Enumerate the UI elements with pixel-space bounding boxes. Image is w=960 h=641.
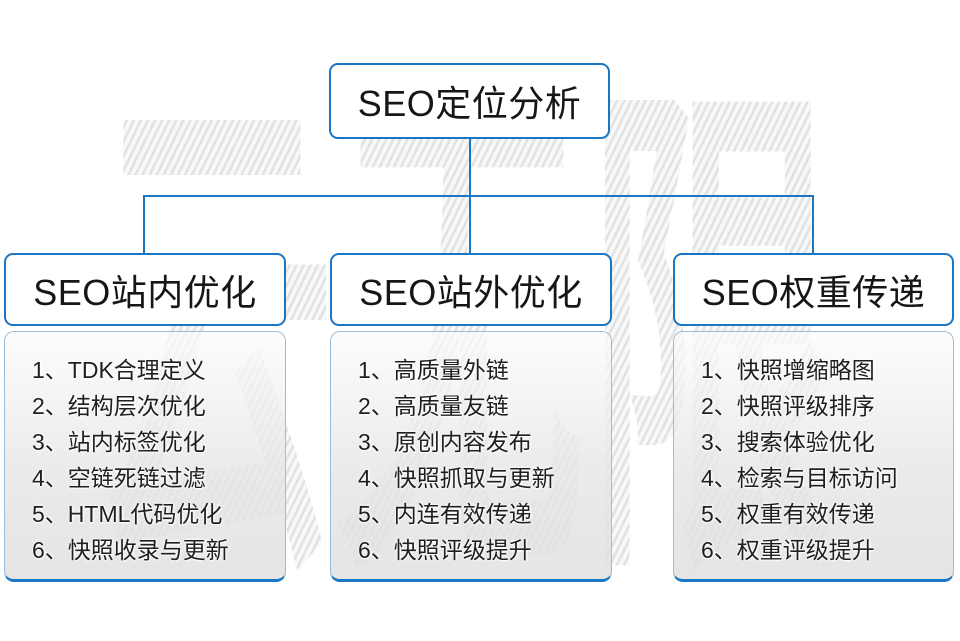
seo-column-1: SEO站内优化 1、TDK合理定义 2、结构层次优化 3、站内标签优化 4、空链死链过… bbox=[4, 253, 286, 582]
column-item-list: 1、TDK合理定义 2、结构层次优化 3、站内标签优化 4、空链死链过滤 5、HTML代… bbox=[4, 331, 286, 582]
column-title: SEO站外优化 bbox=[359, 271, 583, 313]
list-item: 2、高质量友链 bbox=[358, 393, 509, 419]
list-item: 1、高质量外链 bbox=[358, 357, 509, 383]
seo-column-3: SEO权重传递 1、快照增缩略图 2、快照评级排序 3、搜索体验优化 4、检索与目标访… bbox=[673, 253, 954, 582]
root-node: SEO定位分析 bbox=[329, 63, 610, 139]
list-item: 3、搜索体验优化 bbox=[701, 429, 875, 455]
connector-drop-right bbox=[812, 195, 814, 253]
column-title-box: SEO站外优化 bbox=[330, 253, 612, 326]
column-title: SEO站内优化 bbox=[33, 271, 257, 313]
list-item: 6、快照评级提升 bbox=[358, 537, 532, 563]
list-item: 2、快照评级排序 bbox=[701, 393, 875, 419]
list-item: 4、空链死链过滤 bbox=[32, 465, 206, 491]
list-item: 5、内连有效传递 bbox=[358, 501, 532, 527]
column-title: SEO权重传递 bbox=[701, 271, 926, 313]
list-item: 5、HTML代码优化 bbox=[32, 501, 223, 527]
list-item: 4、检索与目标访问 bbox=[701, 465, 898, 491]
list-item: 6、权重评级提升 bbox=[701, 537, 875, 563]
column-item-list: 1、快照增缩略图 2、快照评级排序 3、搜索体验优化 4、检索与目标访问 5、权重有效传… bbox=[673, 331, 954, 582]
seo-column-2: SEO站外优化 1、高质量外链 2、高质量友链 3、原创内容发布 4、快照抓取与更新 5… bbox=[330, 253, 612, 582]
list-item: 6、快照收录与更新 bbox=[32, 537, 229, 563]
list-item: 4、快照抓取与更新 bbox=[358, 465, 555, 491]
list-item: 3、站内标签优化 bbox=[32, 429, 206, 455]
column-title-box: SEO站内优化 bbox=[4, 253, 286, 326]
list-item: 2、结构层次优化 bbox=[32, 393, 206, 419]
list-item: 1、TDK合理定义 bbox=[32, 357, 206, 383]
connector-horizontal-rail bbox=[143, 195, 814, 197]
column-item-list: 1、高质量外链 2、高质量友链 3、原创内容发布 4、快照抓取与更新 5、内连有效传递 6… bbox=[330, 331, 612, 582]
connector-drop-left bbox=[143, 195, 145, 253]
column-title-box: SEO权重传递 bbox=[673, 253, 954, 326]
root-node-title: SEO定位分析 bbox=[357, 83, 582, 124]
list-item: 5、权重有效传递 bbox=[701, 501, 875, 527]
list-item: 1、快照增缩略图 bbox=[701, 357, 875, 383]
list-item: 3、原创内容发布 bbox=[358, 429, 532, 455]
